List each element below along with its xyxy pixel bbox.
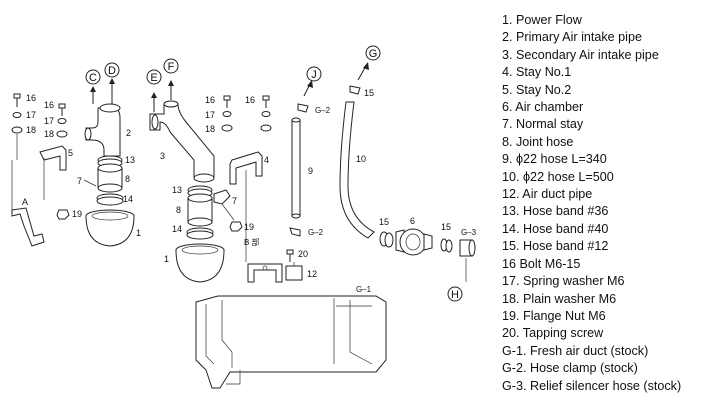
callout-15: 15: [441, 222, 451, 232]
bracket-a: [11, 160, 45, 247]
left-hose-assembly: [96, 155, 124, 206]
callout-8: 8: [176, 205, 181, 215]
callout-a: A: [22, 197, 28, 207]
hose-10: [339, 62, 375, 239]
circle-d-marker: [104, 62, 120, 78]
exploded-parts-diagram: 16 17 18 16 17 18 5 A 19 2 C D: [11, 45, 477, 389]
callout-18: 18: [26, 125, 36, 135]
tapping-screw: [286, 249, 294, 262]
hose-9: [289, 80, 313, 237]
stay-no1: [229, 151, 263, 262]
callout-13: 13: [125, 155, 135, 165]
callout-15: 15: [364, 88, 374, 98]
parts-list-item: G-1. Fresh air duct (stock): [502, 343, 649, 358]
parts-list-item: 12. Air duct pipe: [502, 187, 593, 202]
circle-h-marker: [447, 286, 463, 302]
callout-14: 14: [123, 194, 133, 204]
callout-17: 17: [26, 110, 36, 120]
circle-g-marker: [365, 45, 381, 61]
callout-19: 19: [72, 209, 82, 219]
callout-g2-top: G–2: [315, 106, 331, 115]
primary-intake-pipe: [84, 78, 121, 157]
air-chamber-assembly: [379, 228, 476, 257]
callout-9: 9: [308, 166, 313, 176]
callout-12: 12: [307, 269, 317, 279]
circle-h-label: H: [451, 289, 459, 301]
callout-8: 8: [125, 174, 130, 184]
parts-list-item: 20. Tapping screw: [502, 326, 604, 341]
secondary-intake-pipe: [149, 80, 215, 183]
callout-3: 3: [160, 151, 165, 161]
callout-19: 19: [244, 222, 254, 232]
circle-f-marker: [163, 58, 179, 74]
left-bolt-stack: [11, 93, 23, 160]
callout-15: 15: [379, 217, 389, 227]
parts-list-item: 7. Normal stay: [502, 117, 584, 132]
circle-d-label: D: [108, 65, 116, 77]
circle-j-marker: [306, 66, 322, 82]
parts-list-item: 10. ϕ22 hose L=500: [502, 169, 614, 184]
bolt-stacks-middle: [221, 95, 272, 132]
parts-list-item: 3. Secondary Air intake pipe: [502, 47, 659, 62]
callout-20: 20: [298, 249, 308, 259]
stay-no2: [39, 145, 67, 200]
callout-17: 17: [44, 116, 54, 126]
circle-j-label: J: [311, 69, 317, 81]
parts-list-item: 1. Power Flow: [502, 13, 582, 27]
parts-list-item: 5. Stay No.2: [502, 82, 572, 97]
parts-list-item: 16 Bolt M6-15: [502, 256, 581, 271]
callout-b-detail: B 部: [244, 237, 260, 247]
callout-7: 7: [77, 176, 82, 186]
callout-2: 2: [126, 128, 131, 138]
power-flow-filter-middle: [175, 243, 225, 283]
callout-g1: G–1: [356, 285, 372, 294]
callout-10: 10: [356, 154, 366, 164]
parts-list-item: 14. Hose band #40: [502, 221, 609, 236]
parts-list-item: 4. Stay No.1: [502, 65, 572, 80]
circle-e-label: E: [150, 72, 157, 84]
parts-list-item: 18. Plain washer M6: [502, 291, 617, 306]
callout-1: 1: [136, 228, 141, 238]
callout-1: 1: [164, 254, 169, 264]
normal-stay-middle: [213, 189, 243, 232]
callout-18: 18: [44, 129, 54, 139]
power-flow-filter-left: [85, 209, 135, 247]
callout-13: 13: [172, 185, 182, 195]
circle-f-label: F: [168, 61, 175, 73]
parts-list-item: 8. Joint hose: [502, 134, 574, 149]
callout-4: 4: [264, 155, 269, 165]
callout-17: 17: [205, 110, 215, 120]
parts-list-item: 2. Primary Air intake pipe: [502, 30, 642, 45]
parts-list-item: 15. Hose band #12: [502, 239, 609, 254]
circle-g-label: G: [369, 48, 378, 60]
middle-hose-assembly: [186, 185, 214, 240]
parts-list-item: 9. ϕ22 hose L=340: [502, 152, 607, 167]
callout-16: 16: [44, 100, 54, 110]
callout-6: 6: [410, 216, 415, 226]
parts-list-item: 6. Air chamber: [502, 100, 584, 115]
parts-list-item: G-2. Hose clamp (stock): [502, 361, 638, 376]
parts-list-item: 17. Spring washer M6: [502, 274, 625, 289]
callout-5: 5: [68, 148, 73, 158]
bolt-stack-2: [56, 103, 68, 138]
callout-16: 16: [26, 93, 36, 103]
circle-c-label: C: [89, 72, 97, 84]
air-duct-pipe: [285, 262, 303, 281]
parts-list: 1. Power Flow 2. Primary Air intake pipe…: [502, 12, 681, 395]
callout-14: 14: [172, 224, 182, 234]
circle-e-marker: [146, 69, 162, 85]
parts-list-item: 13. Hose band #36: [502, 204, 609, 219]
callout-g3: G–3: [461, 228, 477, 237]
callout-16: 16: [245, 95, 255, 105]
flange-nut-left: [56, 209, 70, 220]
callout-7: 7: [232, 196, 237, 206]
callout-16: 16: [205, 95, 215, 105]
fresh-air-duct: [195, 295, 387, 389]
bracket-b: [247, 263, 283, 283]
circle-c-marker: [85, 69, 101, 85]
parts-list-item: 19. Flange Nut M6: [502, 308, 606, 323]
callout-g2-bottom: G–2: [308, 228, 324, 237]
parts-list-item: G-3. Relief silencer hose (stock): [502, 378, 682, 393]
callout-18: 18: [205, 124, 215, 134]
